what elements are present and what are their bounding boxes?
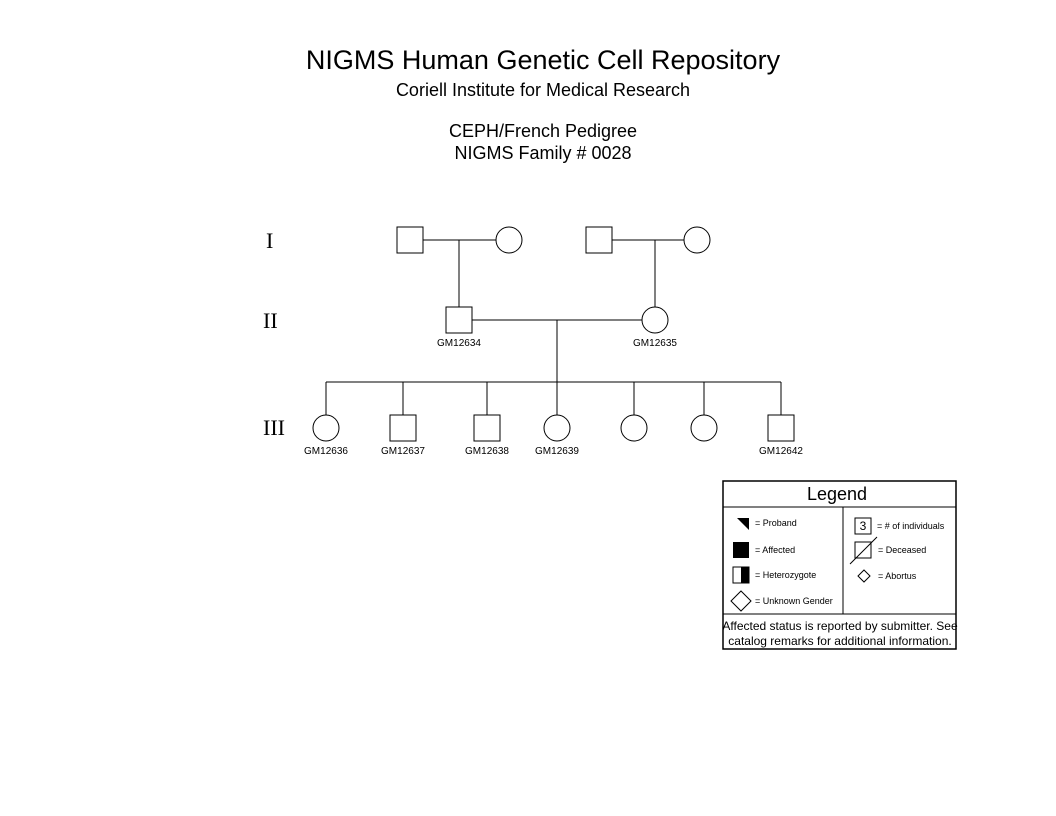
page-subtitle: Coriell Institute for Medical Research (395, 80, 691, 100)
individual-id: GM12636 (304, 446, 348, 457)
legend-deceased-label: = Deceased (878, 545, 926, 555)
count-example: 3 (860, 519, 867, 533)
generation-label-1: I (266, 228, 274, 253)
individual-id: GM12642 (759, 446, 803, 457)
male-symbol (767, 414, 795, 442)
legend-affected-label: = Affected (755, 545, 795, 555)
unknown-gender-icon (730, 590, 752, 612)
legend-proband-label: = Proband (755, 518, 797, 528)
generation-label-2: II (263, 308, 278, 333)
female-symbol (543, 414, 571, 442)
abortus-icon (857, 569, 871, 583)
deceased-slash-icon (849, 536, 878, 565)
count-icon (854, 517, 872, 535)
female-symbol (690, 414, 718, 442)
individual-id: GM12637 (381, 446, 425, 457)
female-symbol (683, 226, 711, 254)
individual-id: GM12638 (465, 446, 509, 457)
legend-unknown-gender-label: = Unknown Gender (755, 596, 833, 606)
legend-frame (722, 480, 957, 650)
legend-count-label: = # of individuals (877, 521, 945, 531)
individual-id: GM12634 (437, 338, 481, 349)
pedigree-name: CEPH/French Pedigree (448, 121, 638, 141)
legend-box: Legend = Proband = Affected = Heterozygo… (722, 480, 958, 650)
generation-label-3: III (263, 415, 285, 440)
proband-icon (737, 518, 749, 530)
individual-id: GM12639 (535, 446, 579, 457)
male-symbol (585, 226, 613, 254)
legend-note-line2: catalog remarks for additional informati… (728, 634, 951, 648)
deceased-icon (854, 541, 872, 559)
female-symbol (312, 414, 340, 442)
female-symbol (495, 226, 523, 254)
legend-title: Legend (807, 484, 867, 504)
legend-abortus-label: = Abortus (878, 571, 917, 581)
heterozygote-half-icon (741, 567, 749, 583)
family-number: NIGMS Family # 0028 (454, 143, 632, 163)
male-symbol (445, 306, 473, 334)
individual-id: GM12635 (633, 338, 677, 349)
female-symbol (620, 414, 648, 442)
male-symbol (473, 414, 501, 442)
male-symbol (396, 226, 424, 254)
affected-icon (733, 542, 749, 558)
legend-heterozygote-label: = Heterozygote (755, 570, 816, 580)
male-symbol (389, 414, 417, 442)
page-title: NIGMS Human Genetic Cell Repository (305, 45, 781, 75)
female-symbol (641, 306, 669, 334)
legend-note-line1: Affected status is reported by submitter… (722, 619, 958, 633)
